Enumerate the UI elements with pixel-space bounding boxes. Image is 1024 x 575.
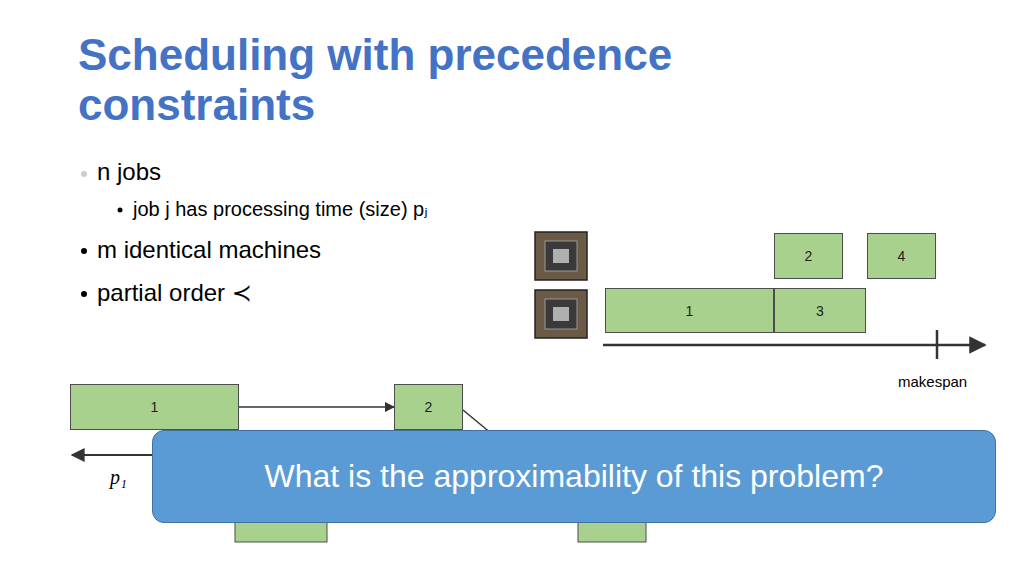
dag-job-box: 2 (394, 384, 463, 430)
bullet-dot (81, 248, 87, 254)
bullet-dot (81, 171, 87, 177)
time-axis (603, 344, 985, 347)
dag-job-box: 1 (70, 384, 239, 430)
schedule-job-box: 2 (774, 233, 843, 279)
cpu-chip (535, 232, 587, 280)
dimension-label: p₁ (110, 466, 127, 489)
box-text: 2 (425, 399, 433, 415)
box-text: 1 (686, 303, 694, 319)
box-text: 3 (816, 303, 824, 319)
bullet-text: partial order ≺ (97, 279, 252, 307)
box-text: What is the approximability of this prob… (265, 458, 884, 495)
bullet-text: n jobs (97, 158, 161, 186)
makespan-tick (936, 330, 939, 359)
question-callout: What is the approximability of this prob… (152, 430, 996, 523)
bullet-dot (118, 208, 123, 213)
precedence-arrow (239, 406, 394, 408)
box-text: 1 (151, 399, 159, 415)
bullet-text: job j has processing time (size) pⱼ (133, 197, 428, 221)
schedule-job-box: 3 (774, 288, 866, 333)
box-text: 4 (898, 248, 906, 264)
bullet-dot (81, 291, 87, 297)
schedule-job-box: 4 (867, 233, 936, 279)
box-text: 2 (805, 248, 813, 264)
schedule-job-box: 1 (605, 288, 774, 333)
cpu-chip (535, 290, 587, 338)
axis-label: makespan (898, 373, 967, 390)
bullet-text: m identical machines (97, 236, 321, 264)
slide-title: Scheduling with precedence constraints (78, 30, 778, 130)
